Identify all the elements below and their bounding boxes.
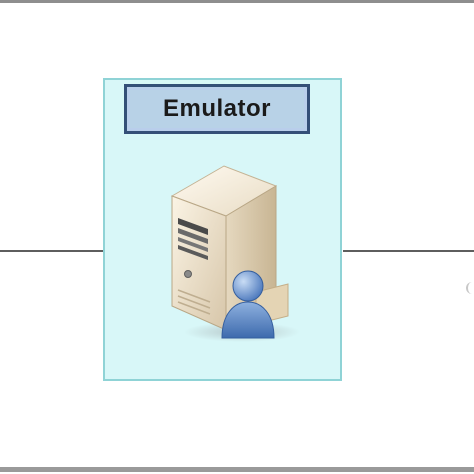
edge-mark	[466, 282, 474, 294]
node-label-text: Emulator	[162, 95, 271, 122]
top-border-line	[0, 0, 474, 3]
server-user-icon	[170, 165, 300, 342]
right-connector-line	[343, 250, 474, 252]
node-label: Emulator	[124, 84, 310, 134]
bottom-border-line	[0, 467, 474, 472]
left-connector-line	[0, 250, 104, 252]
